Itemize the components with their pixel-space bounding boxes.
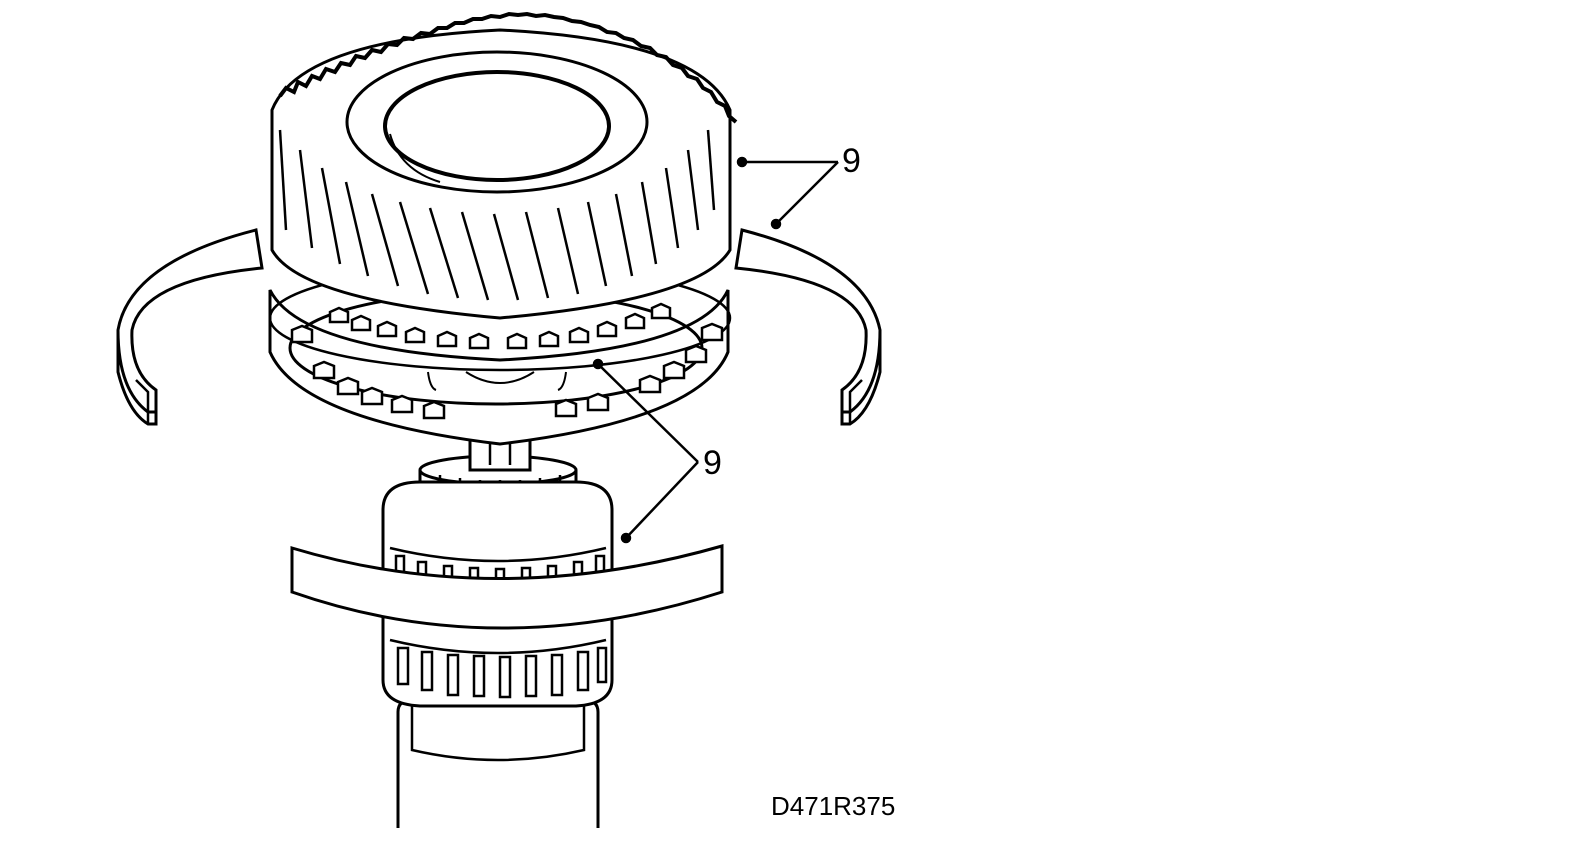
large-thrust-ring <box>116 228 882 426</box>
shaft <box>396 698 600 828</box>
helical-gear <box>270 11 738 320</box>
leader-lines <box>592 156 839 544</box>
lower-half-shim <box>290 544 724 630</box>
synchro-ring <box>268 264 732 446</box>
callout-label-upper: 9 <box>842 142 861 180</box>
callout-label-lower: 9 <box>703 444 722 482</box>
bearing-hub <box>381 418 614 708</box>
figure-code: D471R375 <box>771 791 896 821</box>
